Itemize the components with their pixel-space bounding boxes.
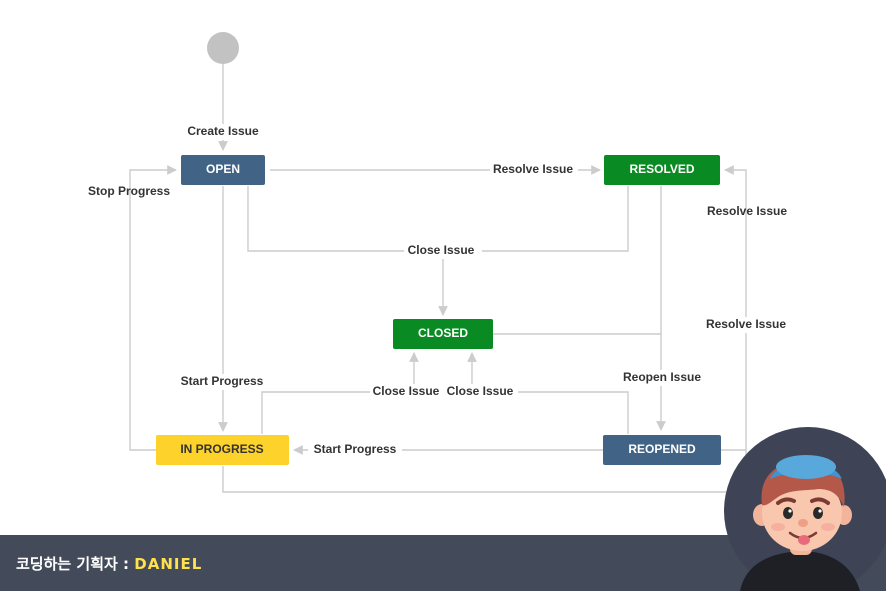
state-resolved[interactable]: RESOLVED bbox=[604, 155, 720, 185]
state-in-progress[interactable]: IN PROGRESS bbox=[156, 435, 289, 465]
edge-open-close-issue bbox=[247, 186, 443, 252]
edge-reopened-close-issue bbox=[467, 352, 629, 434]
edge-progress-close-issue bbox=[261, 352, 419, 434]
label-close-from-reopened: Close Issue bbox=[447, 384, 514, 398]
footer-caption: 코딩하는 기획자 : DANIEL bbox=[16, 553, 202, 574]
state-closed[interactable]: CLOSED bbox=[393, 319, 493, 349]
state-reopened[interactable]: REOPENED bbox=[603, 435, 721, 465]
label-create-issue: Create Issue bbox=[187, 124, 259, 138]
avatar bbox=[724, 427, 886, 591]
label-resolve-right-lower: Resolve Issue bbox=[706, 317, 786, 331]
label-close-issue-top: Close Issue bbox=[408, 243, 475, 257]
label-start-progress-reopened: Start Progress bbox=[314, 442, 397, 456]
footer-brand: DANIEL bbox=[134, 555, 203, 573]
footer-prefix: 코딩하는 기획자 : bbox=[16, 555, 135, 573]
edge-stop-progress bbox=[129, 165, 177, 451]
label-reopen-issue: Reopen Issue bbox=[623, 370, 701, 384]
label-resolve-open: Resolve Issue bbox=[493, 162, 573, 176]
edge-resolved-close-issue bbox=[443, 186, 629, 252]
label-resolve-right-upper: Resolve Issue bbox=[707, 204, 787, 218]
svg-text:REOPENED: REOPENED bbox=[628, 442, 696, 456]
state-open[interactable]: OPEN bbox=[181, 155, 265, 185]
svg-text:CLOSED: CLOSED bbox=[418, 326, 468, 340]
label-stop-progress: Stop Progress bbox=[88, 184, 170, 198]
svg-text:IN PROGRESS: IN PROGRESS bbox=[180, 442, 263, 456]
edge-reopened-resolve bbox=[721, 165, 747, 451]
start-node bbox=[207, 32, 239, 64]
svg-text:RESOLVED: RESOLVED bbox=[629, 162, 694, 176]
label-close-from-progress: Close Issue bbox=[373, 384, 440, 398]
svg-text:OPEN: OPEN bbox=[206, 162, 240, 176]
label-start-progress-open: Start Progress bbox=[181, 374, 264, 388]
